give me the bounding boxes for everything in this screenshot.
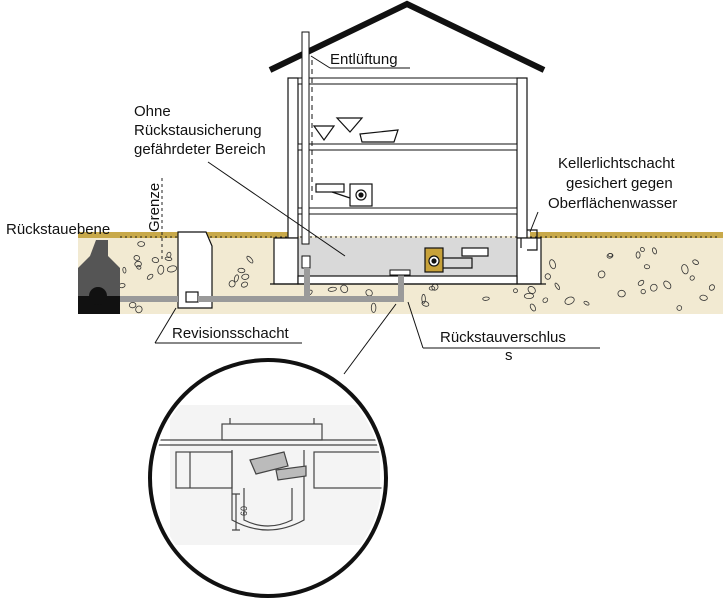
- soil-stone: [228, 280, 236, 288]
- soil-stone: [692, 259, 699, 265]
- soil-stone: [544, 273, 551, 280]
- soil-stone: [529, 303, 536, 312]
- soil-stone: [513, 288, 518, 294]
- soil-stone: [421, 293, 426, 304]
- soil-stone: [564, 296, 575, 305]
- soil-stone: [542, 297, 549, 303]
- soil-stone: [166, 251, 172, 258]
- soil-stone: [643, 264, 651, 270]
- soil-stone: [157, 264, 165, 275]
- soil-stone: [637, 279, 645, 286]
- detail-measure: 60: [239, 506, 249, 516]
- soil-stone: [431, 283, 439, 291]
- soil-stone: [635, 251, 641, 259]
- border-label: Grenze: [146, 183, 163, 232]
- soil-stone: [699, 294, 708, 301]
- soil-stone: [689, 275, 695, 281]
- soil-stone: [128, 301, 137, 309]
- house: [268, 0, 546, 285]
- soil-stone: [676, 305, 683, 311]
- soil-stones: [118, 241, 715, 314]
- soil-stone: [146, 273, 154, 280]
- soil-stone: [246, 255, 254, 264]
- soil-stone: [421, 300, 430, 307]
- soil-stone: [233, 274, 239, 283]
- soil-stone: [708, 284, 715, 291]
- light-shaft-label-2: gesichert gegen: [566, 175, 673, 192]
- soil-stone: [137, 241, 146, 247]
- sewer-main: [78, 240, 120, 314]
- soil-stone: [166, 265, 178, 273]
- no-protection-label-3: gefährdeter Bereich: [134, 141, 266, 158]
- toilet-icon: [312, 125, 336, 142]
- detail-magnifier: 60: [148, 358, 388, 598]
- roof: [268, 0, 546, 73]
- light-shaft-label-1: Kellerlichtschacht: [558, 155, 676, 172]
- light-shaft-label-3: Oberflächenwasser: [548, 195, 677, 212]
- backflow-level-label: Rückstauebene: [6, 221, 110, 238]
- soil-stone: [133, 255, 141, 261]
- washing-machine-icon: [315, 183, 373, 207]
- soil-stone: [164, 256, 173, 261]
- no-protection-label-1: Ohne: [134, 103, 171, 120]
- soil-stone: [549, 259, 556, 270]
- soil-stone: [365, 289, 373, 297]
- soil-stone: [583, 300, 590, 306]
- light-shaft: [520, 229, 538, 251]
- soil-stone: [327, 286, 337, 292]
- inspection-shaft-label: Revisionsschacht: [172, 325, 290, 342]
- soil-stone: [650, 283, 658, 292]
- pump-icon: [424, 247, 489, 273]
- backflow-valve-label-1: Rückstauverschlus: [440, 329, 566, 346]
- soil-stone: [554, 282, 561, 290]
- no-protection-label-2: Rückstausicherung: [134, 122, 262, 139]
- soil-stone: [135, 305, 143, 314]
- soil-stone: [237, 267, 246, 274]
- soil-stone: [606, 253, 614, 259]
- backflow-valve-detail: [154, 418, 382, 531]
- soil-stone: [640, 288, 646, 295]
- soil-stone: [681, 264, 689, 275]
- soil-stone: [136, 265, 142, 270]
- soil-stone: [639, 246, 645, 253]
- drain-pipe: [120, 268, 411, 302]
- soil-stone: [617, 289, 626, 298]
- soil-stone: [523, 292, 535, 300]
- soil-stone: [240, 281, 249, 288]
- soil-stone: [241, 273, 250, 280]
- soil-stone: [151, 257, 160, 264]
- inspection-shaft: [177, 231, 213, 309]
- leader-lines: [154, 55, 600, 375]
- soil-stone: [134, 260, 142, 268]
- soil-stone: [122, 266, 127, 274]
- soil-stone: [597, 270, 606, 279]
- soil-stone: [663, 280, 672, 290]
- sink-icon: [335, 117, 399, 143]
- soil-stone: [370, 302, 377, 313]
- soil-stone: [527, 286, 536, 294]
- vent-label: Entlüftung: [330, 51, 398, 68]
- soil-stone: [482, 296, 490, 301]
- backflow-valve-label-2: s: [505, 347, 513, 364]
- soil-stone: [340, 284, 349, 294]
- soil-stone: [652, 247, 657, 255]
